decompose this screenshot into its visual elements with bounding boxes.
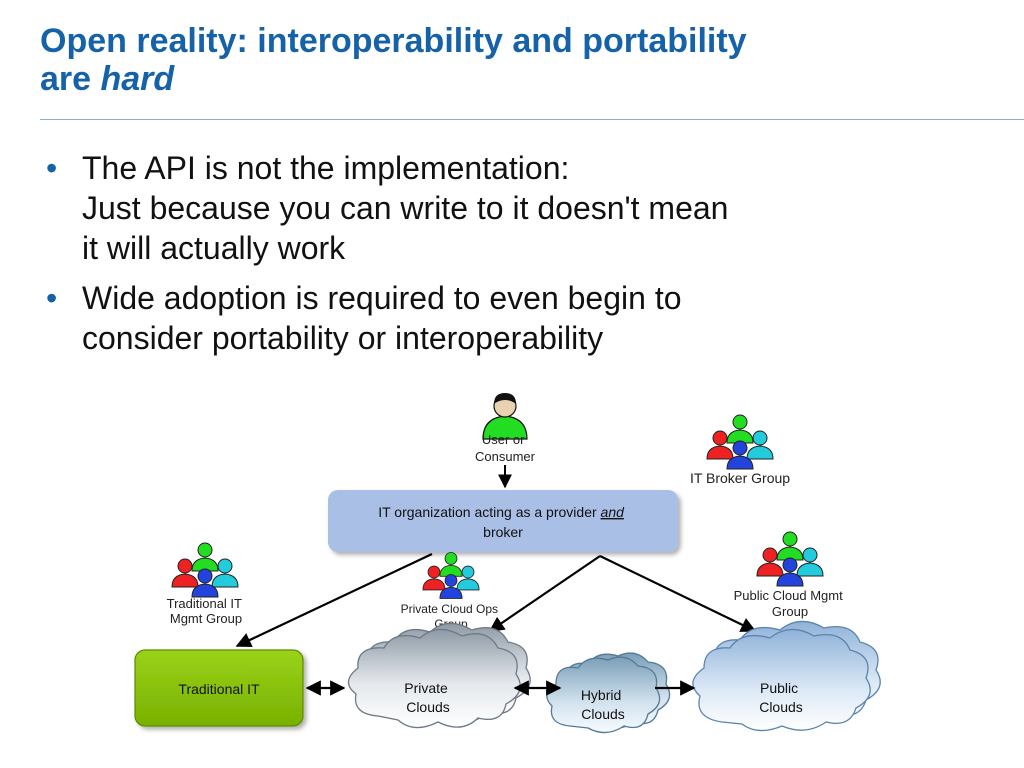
traditional-it-box [134, 649, 304, 727]
broker-group-label: IT Broker Group [690, 470, 790, 486]
public-clouds-shape [692, 620, 881, 732]
traditional-group-label: Traditional IT Mgmt Group [167, 596, 246, 626]
public-group-label: Public Cloud Mgmt Group [734, 588, 847, 619]
provider-to-traditional-arrow [235, 553, 433, 648]
person-icon [482, 393, 528, 440]
user-label: User or Consumer [475, 432, 536, 464]
people-group-icon [171, 542, 239, 598]
people-group-icon [756, 531, 824, 587]
bullet-marker: • [46, 150, 58, 186]
bullet-list: • The API is not the implementation: Jus… [42, 148, 902, 368]
bullet-marker: • [46, 280, 58, 316]
provider-box [328, 490, 678, 552]
slide-title-line1: Open reality: interoperability and porta… [40, 22, 747, 60]
slide-title-line2-prefix: are [40, 60, 101, 98]
bullet-line: it will actually work [82, 230, 346, 266]
bullet-line: The API is not the implementation: [82, 150, 570, 186]
bullet-line: Just because you can write to it doesn't… [82, 190, 729, 226]
hybrid-clouds-shape [546, 652, 671, 734]
provider-to-private-arrow [488, 555, 601, 632]
public-clouds-label: Public Clouds [759, 680, 803, 715]
people-group-icon [422, 552, 480, 599]
bullet-line: Wide adoption is required to even begin … [82, 280, 682, 316]
provider-to-public-arrow [599, 555, 757, 632]
bullet-line: consider portability or interoperability [82, 320, 604, 356]
private-clouds-shape [347, 622, 531, 729]
bullet-item: • Wide adoption is required to even begi… [42, 278, 902, 358]
private-clouds-label: Private Clouds [404, 680, 451, 715]
hybrid-clouds-label: Hybrid Clouds [581, 687, 625, 722]
bullet-item: • The API is not the implementation: Jus… [42, 148, 902, 268]
provider-box-text: IT organization acting as a provider and… [378, 504, 628, 540]
people-group-icon [706, 414, 774, 470]
traditional-it-label: Traditional IT [178, 681, 260, 697]
slide-title-emphasis: hard [100, 60, 175, 98]
title-divider [40, 119, 1024, 120]
slide-title: Open reality: interoperability and porta… [40, 22, 1000, 98]
